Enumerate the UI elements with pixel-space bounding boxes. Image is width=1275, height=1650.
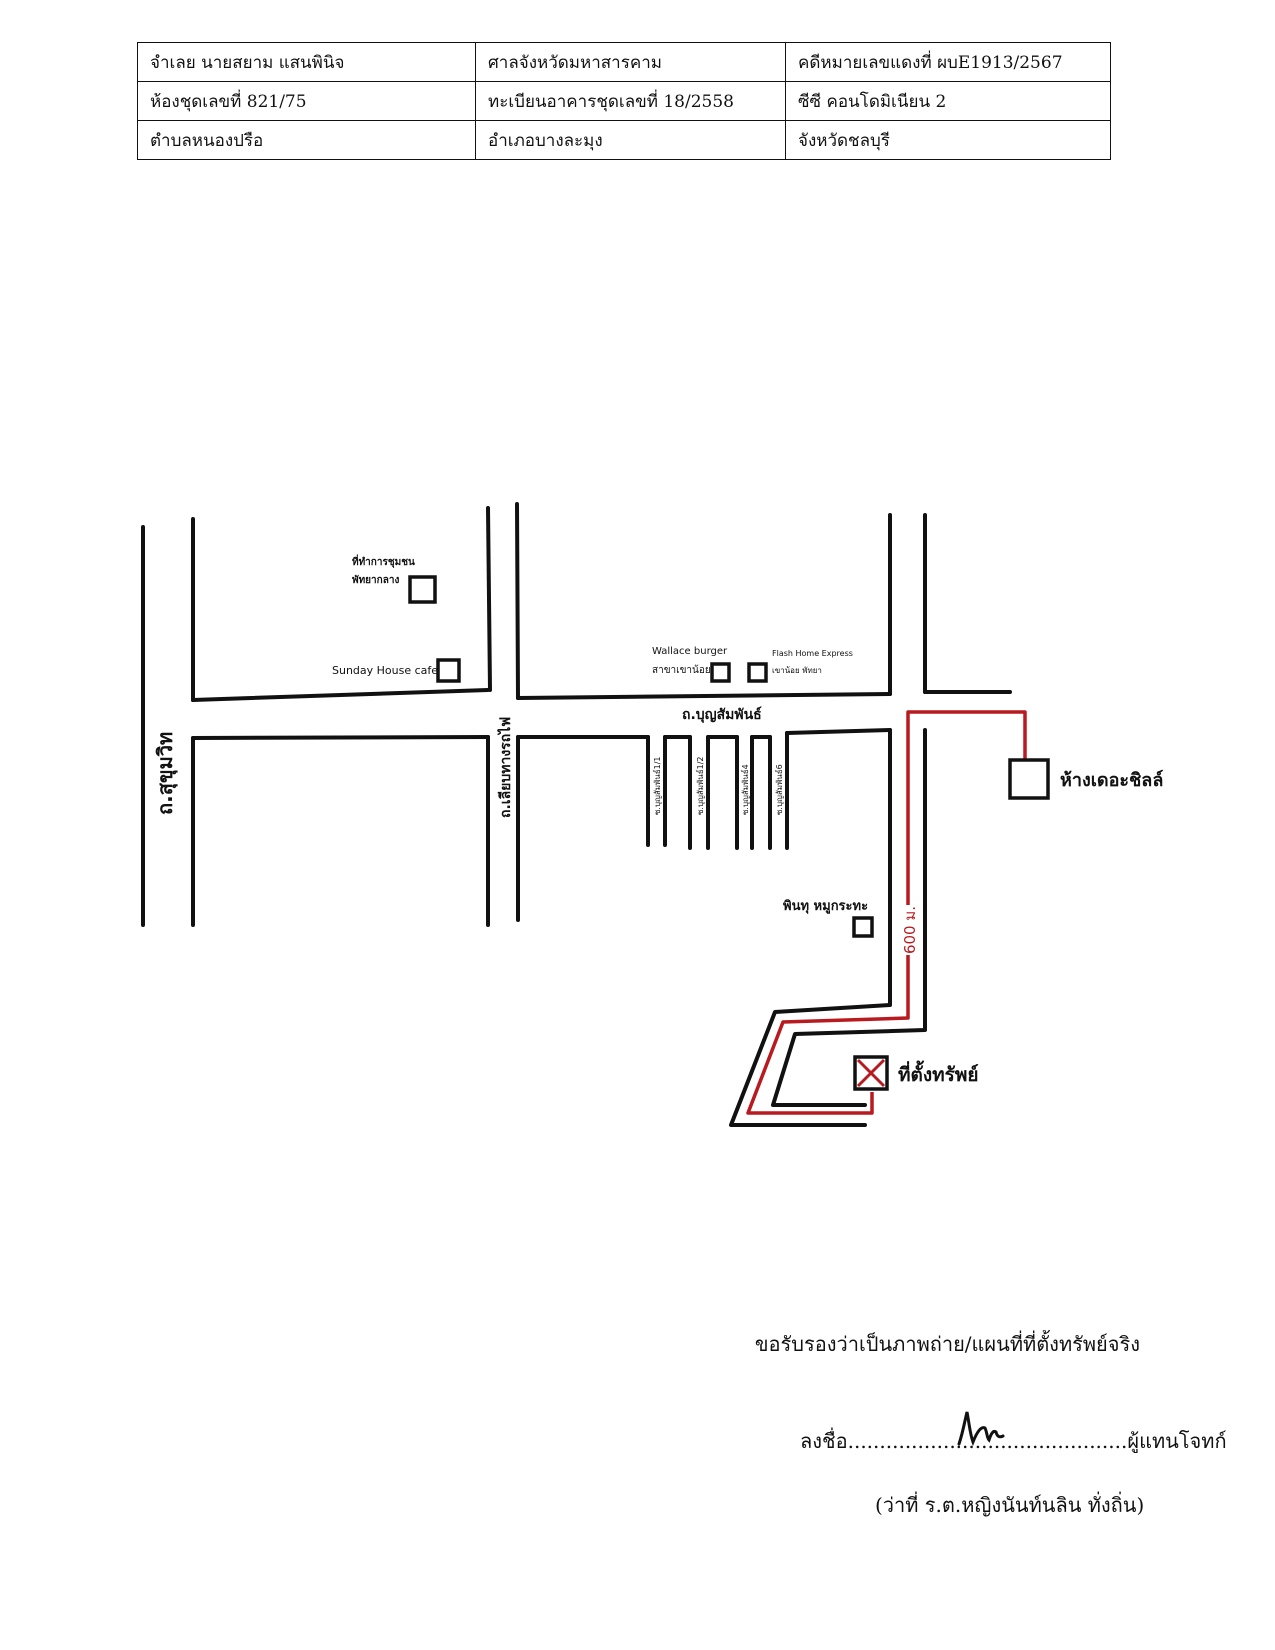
unit-number-cell: ห้องชุดเลขที่ 821/75 <box>137 81 476 121</box>
svg-text:ห้างเดอะชิลล์: ห้างเดอะชิลล์ <box>1060 769 1163 791</box>
svg-text:ที่ทำการชุมชน: ที่ทำการชุมชน <box>352 554 415 568</box>
road-sukhumvit <box>141 517 195 927</box>
table-row: จำเลย นายสยาม แสนพินิจ ศาลจังหวัดมหาสารค… <box>137 42 1111 82</box>
road-right <box>729 513 927 1127</box>
registration-cell: ทะเบียนอาคารชุดเลขที่ 18/2558 <box>475 81 786 121</box>
defendant-cell: จำเลย นายสยาม แสนพินิจ <box>137 42 476 82</box>
subdistrict-cell: ตำบลหนองปรือ <box>137 120 476 160</box>
landmark-the-chill: ห้างเดอะชิลล์ <box>1008 758 1163 800</box>
svg-text:พินทุ หมูกระทะ: พินทุ หมูกระทะ <box>783 899 868 914</box>
landmark-wallace-burger: Wallace burger สาขาเขาน้อย <box>652 646 731 683</box>
soi-label-1: ซ.บุญสัมพันธ์1/1 <box>652 756 662 815</box>
svg-text:Sunday House cafe: Sunday House cafe <box>332 664 438 677</box>
distance-label: 600 ม. <box>901 906 919 954</box>
road-label-railway: ถ.เลียบทางรถไฟ <box>496 717 514 818</box>
landmark-flash-home: Flash Home Express เขาน้อย พัทยา <box>747 649 853 683</box>
svg-text:Wallace burger: Wallace burger <box>652 646 728 657</box>
certification-text: ขอรับรองว่าเป็นภาพถ่าย/แผนที่ที่ตั้งทรัพ… <box>754 1332 1140 1356</box>
road-label-sukhumvit: ถ.สุขุมวิท <box>153 732 178 815</box>
road-label-boonsamphan: ถ.บุญสัมพันธ์ <box>682 706 762 723</box>
sign-prefix: ลงชื่อ <box>800 1429 848 1453</box>
condo-name-cell: ซีซี คอนโดมิเนียน 2 <box>785 81 1111 121</box>
table-row: ห้องชุดเลขที่ 821/75 ทะเบียนอาคารชุดเลขท… <box>137 81 1111 121</box>
road-horizontal <box>191 688 1012 740</box>
property-marker: ที่ตั้งทรัพย์ <box>853 1055 979 1091</box>
road-railway <box>486 502 520 927</box>
signer-name: (ว่าที่ ร.ต.หญิงนันท์นลิน ทั่งถิ่น) <box>875 1493 1145 1517</box>
route-label-bg <box>898 905 920 955</box>
handwritten-signature <box>957 1411 1005 1447</box>
province-cell: จังหวัดชลบุรี <box>785 120 1111 160</box>
svg-text:Flash Home Express: Flash Home Express <box>772 649 853 658</box>
sign-suffix: ผู้แทนโจทก์ <box>1127 1429 1227 1453</box>
svg-text:เขาน้อย พัทยา: เขาน้อย พัทยา <box>772 666 822 675</box>
district-cell: อำเภอบางละมุง <box>475 120 786 160</box>
table-row: ตำบลหนองปรือ อำเภอบางละมุง จังหวัดชลบุรี <box>137 120 1111 160</box>
soi-label-2: ซ.บุญสัมพันธ์1/2 <box>695 756 705 815</box>
signature-line: ลงชื่อ..................................… <box>800 1425 1227 1457</box>
landmark-community-office: ที่ทำการชุมชน พัทยากลาง <box>352 554 437 604</box>
soi-label-3: ซ.บุญสัมพันธ์4 <box>740 764 750 815</box>
soi-streets <box>646 731 789 850</box>
case-info-table: จำเลย นายสยาม แสนพินิจ ศาลจังหวัดมหาสารค… <box>137 42 1111 160</box>
route-line <box>746 710 1027 1115</box>
landmark-sunday-house: Sunday House cafe <box>332 658 461 683</box>
landmark-pinthu: พินทุ หมูกระทะ <box>783 899 874 938</box>
soi-label-4: ซ.บุญสัมพันธ์6 <box>774 764 784 815</box>
svg-text:พัทยากลาง: พัทยากลาง <box>352 574 399 586</box>
court-cell: ศาลจังหวัดมหาสารคาม <box>475 42 786 82</box>
property-label: ที่ตั้งทรัพย์ <box>898 1060 979 1086</box>
svg-text:สาขาเขาน้อย: สาขาเขาน้อย <box>652 664 711 676</box>
